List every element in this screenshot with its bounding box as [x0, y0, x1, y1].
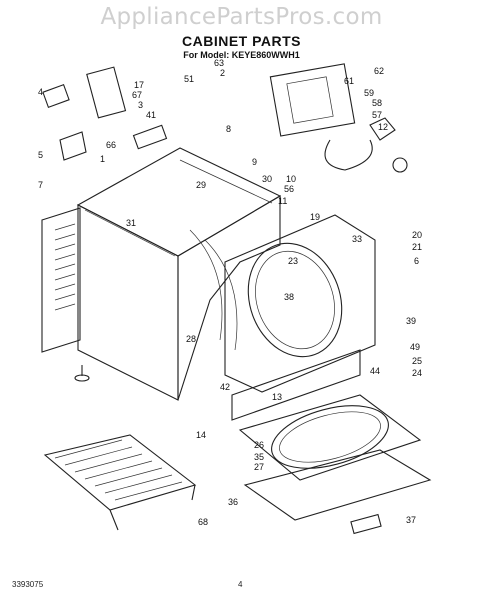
callout-42: 42 [220, 382, 230, 392]
callout-58: 58 [372, 98, 382, 108]
callout-31: 31 [126, 218, 136, 228]
motor-assembly [269, 63, 408, 173]
drying-rack [43, 434, 197, 531]
callout-24: 24 [412, 368, 422, 378]
watermark: AppliancePartsPros.com [100, 4, 383, 30]
callout-26: 26 [254, 440, 264, 450]
callout-33: 33 [352, 234, 362, 244]
callout-44: 44 [370, 366, 380, 376]
callout-36: 36 [228, 497, 238, 507]
callout-20: 20 [412, 230, 422, 240]
footer-code: 3393075 [12, 580, 44, 589]
callout-39: 39 [406, 316, 416, 326]
callout-14: 14 [196, 430, 206, 440]
callout-66: 66 [106, 140, 116, 150]
callout-8: 8 [226, 124, 231, 134]
callout-59: 59 [364, 88, 374, 98]
callout-62: 62 [374, 66, 384, 76]
front-panel [224, 214, 376, 393]
callout-41: 41 [146, 110, 156, 120]
callout-17: 17 [134, 80, 144, 90]
callout-11: 11 [278, 196, 287, 206]
callout-38: 38 [284, 292, 294, 302]
callout-51: 51 [184, 74, 194, 84]
leveling-feet [74, 365, 90, 382]
callout-27: 27 [254, 462, 264, 472]
callout-56: 56 [284, 184, 294, 194]
callout-37: 37 [406, 515, 416, 525]
callout-61: 61 [344, 76, 354, 86]
callout-25: 25 [412, 356, 422, 366]
footer-page: 4 [238, 580, 243, 589]
callout-19: 19 [310, 212, 320, 222]
callout-63: 63 [214, 58, 224, 68]
callout-3: 3 [138, 100, 143, 110]
callout-23: 23 [288, 256, 298, 266]
callout-2: 2 [220, 68, 225, 78]
callout-49: 49 [410, 342, 420, 352]
page-title: CABINET PARTS [181, 33, 302, 49]
cabinet-body [76, 147, 282, 401]
callout-29: 29 [196, 180, 206, 190]
control-components [42, 66, 168, 161]
callout-57: 57 [372, 110, 382, 120]
side-panel [41, 207, 81, 353]
toe-panel [231, 349, 361, 421]
callout-21: 21 [412, 242, 422, 252]
callout-28: 28 [186, 334, 196, 344]
callout-5: 5 [38, 150, 43, 160]
callout-13: 13 [272, 392, 282, 402]
model-subtitle: For Model: KEYE860WWH1 [183, 50, 300, 60]
callout-4: 4 [38, 87, 43, 97]
callout-7: 7 [38, 180, 43, 190]
callout-30: 30 [262, 174, 272, 184]
callout-6: 6 [414, 256, 419, 266]
callout-35: 35 [254, 452, 264, 462]
callout-68: 68 [198, 517, 208, 527]
callout-12: 12 [378, 122, 388, 132]
callout-10: 10 [286, 174, 296, 184]
callout-9: 9 [252, 157, 257, 167]
callout-1: 1 [100, 154, 105, 164]
callout-67: 67 [132, 90, 142, 100]
door-assembly [238, 394, 432, 535]
